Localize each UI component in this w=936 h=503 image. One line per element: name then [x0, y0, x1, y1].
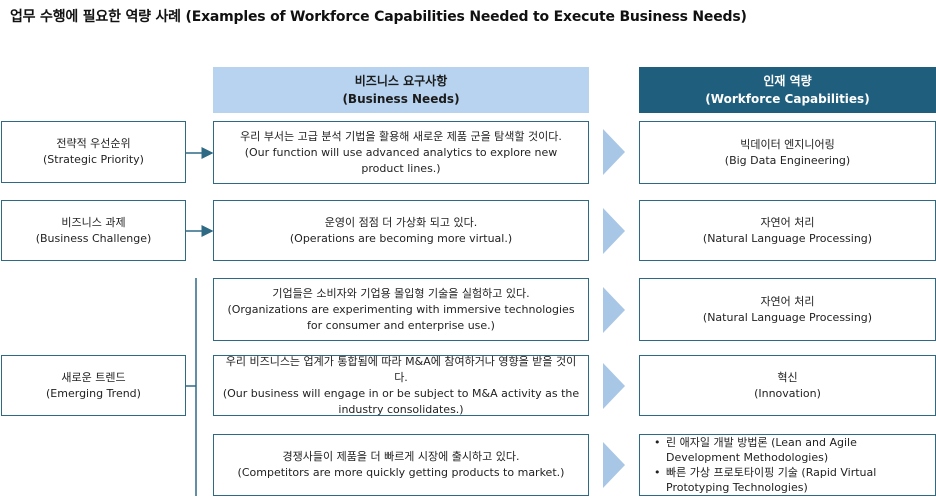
- need-en: (Operations are becoming more virtual.): [289, 231, 513, 245]
- left-item-en: (Strategic Priority): [43, 153, 144, 166]
- header-capabilities-en: (Workforce Capabilities): [705, 92, 870, 106]
- need-ko: 우리 비즈니스는 업계가 통합됨에 따라 M&A에 참여하거나 영향을 받을 것…: [225, 354, 577, 384]
- capability-item-1: 빅데이터 엔지니어링 (Big Data Engineering): [639, 121, 936, 184]
- capability-item-3: 자연어 처리 (Natural Language Processing): [639, 278, 936, 341]
- left-item-emerging-trend: 새로운 트렌드 (Emerging Trend): [1, 355, 186, 416]
- capability-item-2: 자연어 처리 (Natural Language Processing): [639, 200, 936, 261]
- need-ko: 우리 부서는 고급 분석 기법을 활용해 새로운 제품 군을 탐색할 것이다.: [240, 129, 562, 143]
- left-item-ko: 새로운 트렌드: [61, 370, 126, 384]
- header-business-needs-ko: 비즈니스 요구사항: [354, 74, 448, 88]
- need-item-5: 경쟁사들이 제품을 더 빠르게 시장에 출시하고 있다. (Competitor…: [213, 434, 589, 496]
- capability-en: (Natural Language Processing): [702, 231, 873, 245]
- need-en: (Competitors are more quickly getting pr…: [237, 466, 565, 479]
- left-item-ko: 비즈니스 과제: [61, 215, 126, 229]
- capability-ko: 자연어 처리: [760, 215, 815, 229]
- need-item-3: 기업들은 소비자와 기업용 몰입형 기술을 실험하고 있다. (Organiza…: [213, 278, 589, 341]
- need-ko: 경쟁사들이 제품을 더 빠르게 시장에 출시하고 있다.: [282, 450, 520, 463]
- need-en: (Our business will engage in or be subje…: [222, 386, 580, 416]
- capability-item-4: 혁신 (Innovation): [639, 355, 936, 416]
- need-item-1: 우리 부서는 고급 분석 기법을 활용해 새로운 제품 군을 탐색할 것이다. …: [213, 121, 589, 184]
- capability-ko: 혁신: [777, 370, 798, 384]
- capability-bullet-list: 린 애자일 개발 방법론 (Lean and Agile Development…: [648, 435, 927, 495]
- left-item-strategic-priority: 전략적 우선순위 (Strategic Priority): [1, 121, 186, 183]
- left-item-en: (Business Challenge): [35, 231, 152, 245]
- header-workforce-capabilities: 인재 역량 (Workforce Capabilities): [639, 67, 936, 113]
- need-en: (Our function will use advanced analytic…: [244, 145, 558, 175]
- page-title: 업무 수행에 필요한 역량 사례 (Examples of Workforce …: [10, 9, 747, 25]
- header-business-needs: 비즈니스 요구사항 (Business Needs): [213, 67, 589, 113]
- capability-ko: 자연어 처리: [760, 294, 815, 308]
- capability-en: (Big Data Engineering): [724, 153, 851, 167]
- capability-en: (Innovation): [754, 386, 821, 400]
- need-item-4: 우리 비즈니스는 업계가 통합됨에 따라 M&A에 참여하거나 영향을 받을 것…: [213, 355, 589, 416]
- header-capabilities-ko: 인재 역량: [763, 74, 812, 88]
- need-en: (Organizations are experimenting with im…: [227, 302, 575, 332]
- capability-item-5: 린 애자일 개발 방법론 (Lean and Agile Development…: [639, 434, 936, 496]
- capability-bullet: 빠른 가상 프로토타이핑 기술 (Rapid Virtual Prototypi…: [654, 465, 927, 495]
- need-item-2: 운영이 점점 더 가상화 되고 있다. (Operations are beco…: [213, 200, 589, 261]
- left-item-en: (Emerging Trend): [46, 386, 141, 400]
- capability-bullet: 린 애자일 개발 방법론 (Lean and Agile Development…: [654, 435, 927, 465]
- need-ko: 운영이 점점 더 가상화 되고 있다.: [324, 215, 478, 229]
- capability-en: (Natural Language Processing): [702, 310, 873, 324]
- header-business-needs-en: (Business Needs): [342, 92, 460, 106]
- left-item-business-challenge: 비즈니스 과제 (Business Challenge): [1, 200, 186, 261]
- left-item-ko: 전략적 우선순위: [56, 137, 131, 150]
- capability-ko: 빅데이터 엔지니어링: [740, 137, 835, 151]
- need-ko: 기업들은 소비자와 기업용 몰입형 기술을 실험하고 있다.: [272, 286, 530, 300]
